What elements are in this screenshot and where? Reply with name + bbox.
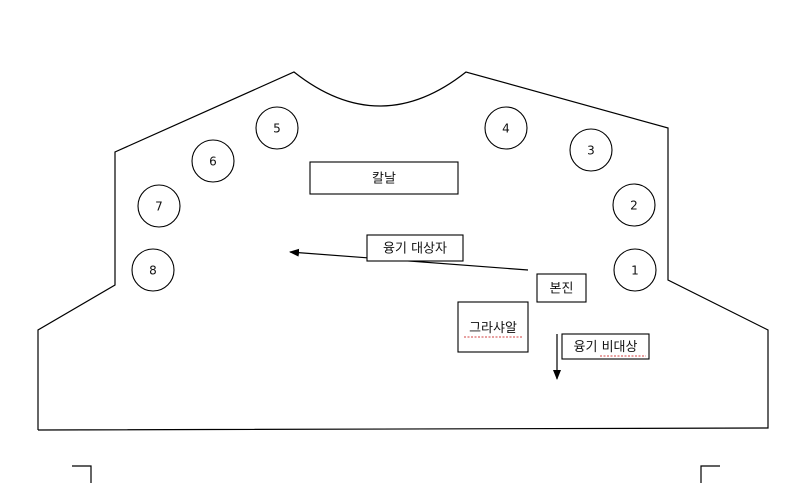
yonggi-nontarget-box: 융기 비대상 [561,333,650,360]
position-marker-5: 5 [255,106,299,150]
yonggi-target-box: 융기 대상자 [366,234,464,262]
garasyal-label: 그라샤알 [469,321,517,336]
position-2-label: 2 [630,199,638,213]
position-3-label: 3 [587,144,595,158]
position-marker-2: 2 [612,183,656,227]
yonggi-target-label: 융기 대상자 [383,242,447,257]
page-corner-mark-right [700,465,720,483]
position-7-label: 7 [155,200,163,214]
position-6-label: 6 [209,155,217,169]
arena-outline [37,71,769,431]
bonjin-label: 본진 [550,282,574,297]
kalnal-box: 칼날 [309,161,459,195]
garasyal-box: 그라샤알 [457,301,529,353]
page-corner-mark-left [72,465,92,483]
position-8-label: 8 [149,264,157,278]
position-marker-8: 8 [131,248,175,292]
position-marker-3: 3 [569,128,613,172]
position-marker-6: 6 [191,139,235,183]
kalnal-label: 칼날 [372,172,396,187]
position-5-label: 5 [273,122,281,136]
position-1-label: 1 [631,264,639,278]
bonjin-box: 본진 [536,273,587,303]
position-marker-4: 4 [484,106,528,150]
yonggi-nontarget-label: 융기 비대상 [574,340,638,355]
position-marker-7: 7 [137,184,181,228]
position-4-label: 4 [502,122,510,136]
position-marker-1: 1 [613,248,657,292]
